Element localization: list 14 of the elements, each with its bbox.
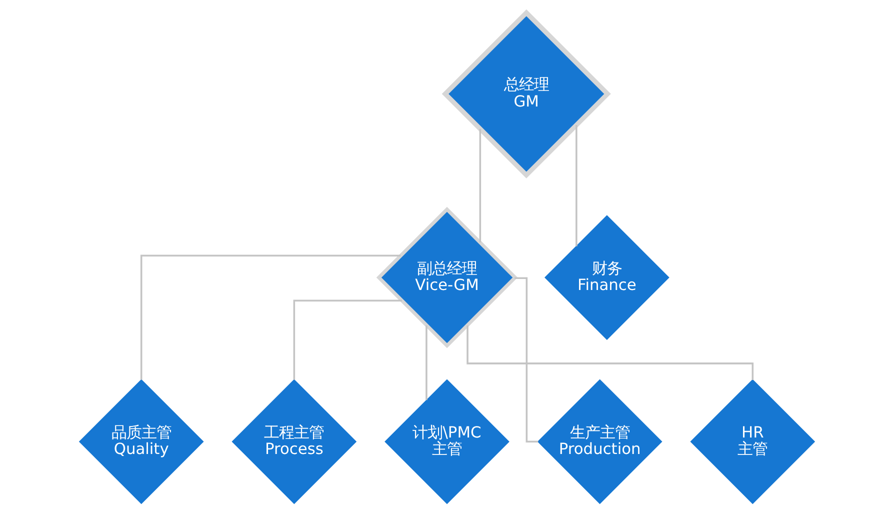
node-diamond: HR 主管 <box>690 379 816 504</box>
node-diamond: 生产主管 Production <box>537 379 662 504</box>
node-diamond: 总经理 GM <box>442 9 611 178</box>
node-diamond: 副总经理 Vice-GM <box>376 206 518 348</box>
node-diamond: 品质主管 Quality <box>78 379 204 504</box>
node-diamond: 计划\PMC 主管 <box>384 379 510 504</box>
connector <box>514 277 538 443</box>
connector <box>479 128 482 242</box>
node-diamond: 工程主管 Process <box>232 379 357 504</box>
connector <box>576 125 578 246</box>
node-diamond: 财务 Finance <box>544 215 670 340</box>
connector <box>293 300 402 380</box>
connector <box>426 325 428 400</box>
connector <box>140 254 401 380</box>
